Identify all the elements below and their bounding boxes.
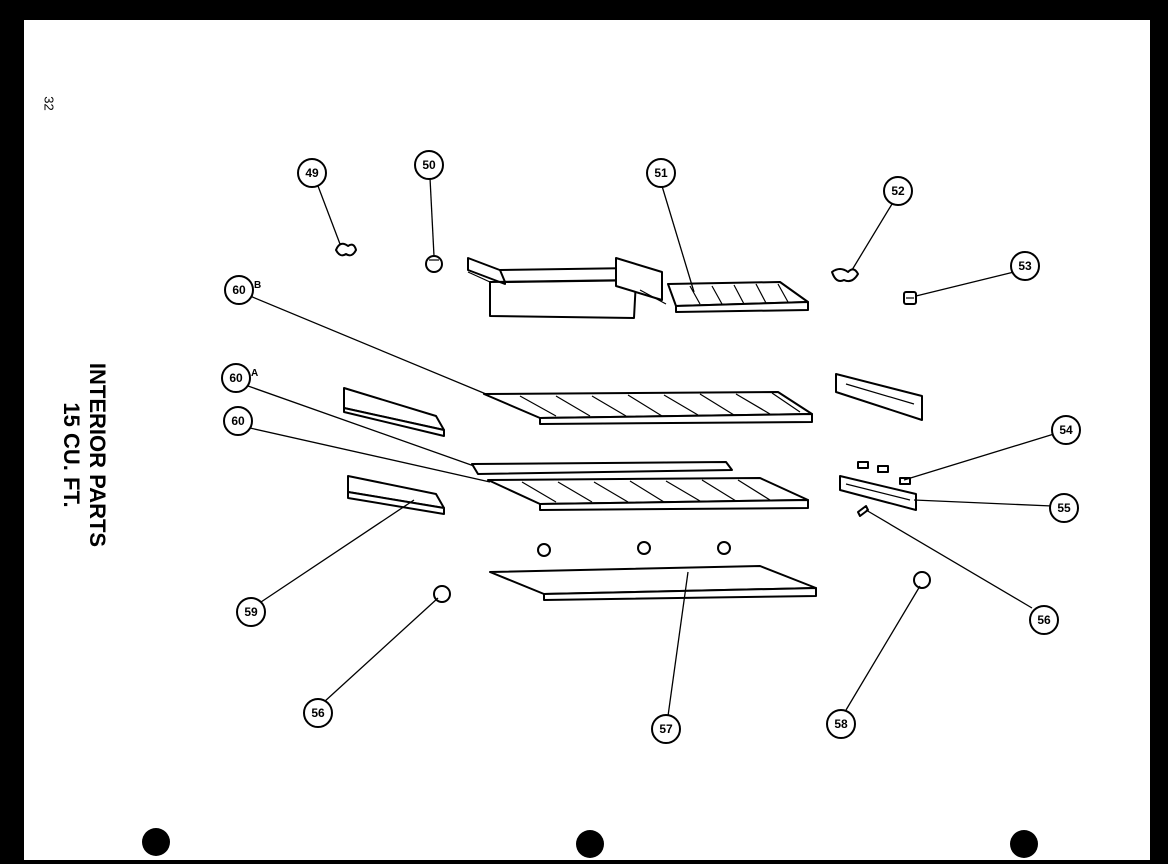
part-54-clips (857, 461, 911, 485)
callout-58-label: 58 (834, 717, 848, 731)
callout-51: 51 (646, 158, 676, 188)
part-49-clip (335, 242, 357, 257)
callout-60a-label: 60 (229, 371, 243, 385)
callout-54: 54 (1051, 415, 1081, 445)
part-57-glass-shelf (489, 565, 817, 601)
callout-56-left-label: 56 (311, 706, 325, 720)
callout-57-label: 57 (659, 722, 673, 736)
callout-60a: 60 A (221, 363, 258, 393)
callout-60b: 60 B (224, 275, 261, 305)
callout-57: 57 (651, 714, 681, 744)
part-52-clip (831, 268, 859, 283)
part-58-bumper-right (913, 571, 931, 589)
callout-56-left: 56 (303, 698, 333, 728)
callout-59: 59 (236, 597, 266, 627)
part-50-knob (425, 255, 443, 273)
leader-lines (247, 177, 1055, 717)
diagram-sheet (24, 20, 1150, 860)
callout-50: 50 (414, 150, 444, 180)
part-53-screw (903, 291, 917, 305)
part-59-support (347, 475, 445, 515)
callout-53: 53 (1010, 251, 1040, 281)
callout-60b-label: 60 (232, 283, 246, 297)
callout-49-label: 49 (305, 166, 319, 180)
binder-holes (142, 828, 1038, 858)
callout-54-label: 54 (1059, 423, 1073, 437)
callout-59-label: 59 (244, 605, 258, 619)
part-51-frame (467, 257, 667, 319)
callout-49: 49 (297, 158, 327, 188)
callout-52: 52 (883, 176, 913, 206)
callout-52-label: 52 (891, 184, 905, 198)
part-60a-trim (471, 461, 733, 475)
part-60b-shelf (483, 391, 813, 425)
callout-50-label: 50 (422, 158, 436, 172)
callout-60b-suffix: B (254, 280, 261, 291)
callout-56-right: 56 (1029, 605, 1059, 635)
part-55-bracket (839, 475, 917, 511)
part-round-clips (537, 541, 731, 557)
part-56-screw-right (857, 505, 869, 517)
callout-55: 55 (1049, 493, 1079, 523)
callout-60: 60 (223, 406, 253, 436)
part-51-shelf (667, 281, 809, 313)
part-left-support-upper (343, 387, 445, 437)
callout-60a-suffix: A (251, 368, 258, 379)
part-right-support-upper (835, 373, 923, 421)
callout-53-label: 53 (1018, 259, 1032, 273)
part-60-shelf (487, 477, 809, 511)
callout-58: 58 (826, 709, 856, 739)
callout-55-label: 55 (1057, 501, 1071, 515)
callout-56-right-label: 56 (1037, 613, 1051, 627)
callout-60-label: 60 (231, 414, 245, 428)
callout-51-label: 51 (654, 166, 668, 180)
